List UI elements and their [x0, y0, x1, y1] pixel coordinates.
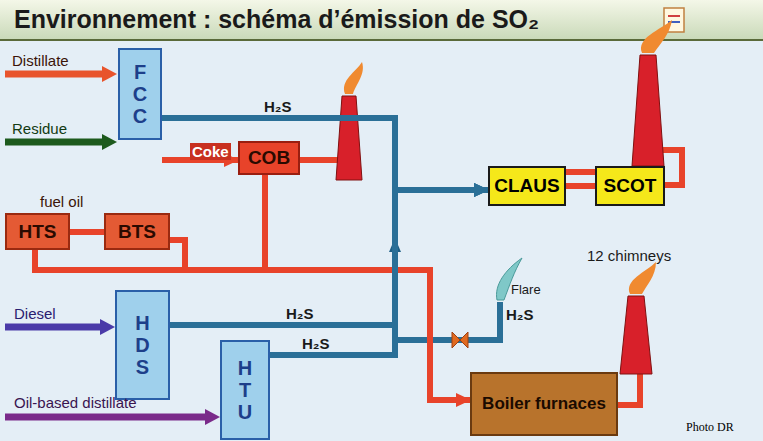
edge-label: H₂S	[262, 98, 294, 115]
edge-label: Coke	[190, 143, 231, 160]
text-label: fuel oil	[40, 193, 83, 210]
text-label: 12 chimneys	[587, 247, 671, 264]
text-label: Oil-based distillate	[14, 394, 137, 411]
node-label: HDS	[133, 312, 153, 378]
process-box: BTS	[104, 213, 170, 250]
text-label: Residue	[12, 120, 67, 137]
pipe-connector	[170, 240, 470, 400]
fuel-lines	[35, 150, 682, 405]
process-box: CLAUS	[488, 166, 566, 206]
edge-label: H₂S	[284, 305, 316, 322]
node-label: FCC	[130, 61, 150, 127]
chimney	[632, 20, 672, 166]
furnace-box: Boiler furnaces	[470, 372, 618, 436]
diagram-title: Environnement : schéma d’émission de SO₂	[14, 5, 539, 34]
node-label: BTS	[118, 221, 156, 243]
text-label: Flare	[511, 282, 541, 297]
node-label: Boiler furnaces	[482, 394, 606, 414]
process-box: HDS	[115, 290, 170, 400]
text-label: H₂S	[506, 306, 534, 323]
node-label: SCOT	[604, 175, 657, 197]
text-label: Photo DR	[686, 420, 734, 435]
node-label: HTU	[235, 357, 255, 423]
process-box: FCC	[118, 48, 162, 140]
process-box: HTU	[220, 340, 270, 440]
flare-valve	[452, 332, 468, 348]
node-label: COB	[248, 147, 290, 169]
title-band	[0, 0, 763, 40]
h2s-trunk	[389, 238, 500, 340]
pipe-connector	[566, 183, 595, 189]
text-label: Diesel	[14, 305, 56, 322]
pipe-connector	[270, 190, 488, 355]
pipe-connector	[162, 118, 488, 190]
edge-label: H₂S	[300, 335, 332, 352]
chimney	[620, 262, 656, 374]
pipe-connector	[70, 229, 104, 235]
pipe-connector	[170, 190, 488, 325]
node-label: HTS	[19, 221, 57, 243]
process-box: COB	[238, 141, 300, 175]
process-box: SCOT	[595, 166, 665, 206]
text-label: Distillate	[12, 52, 69, 69]
process-box: HTS	[5, 213, 70, 250]
node-label: CLAUS	[494, 175, 559, 197]
